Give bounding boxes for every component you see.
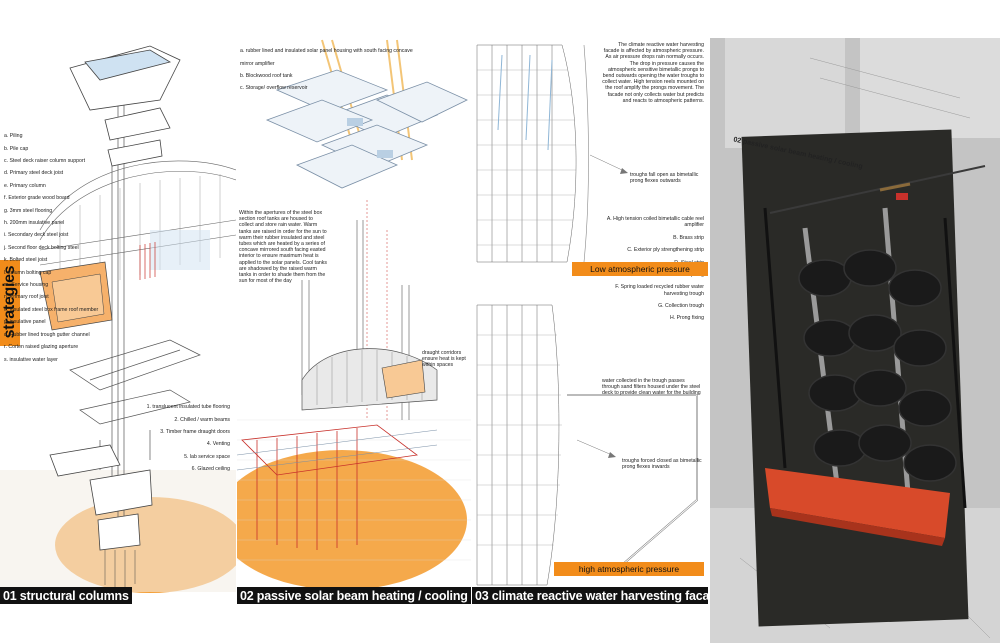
component-item: G. Collection trough bbox=[658, 303, 704, 310]
component-item: F. Spring loaded recycled rubber water h… bbox=[615, 284, 704, 297]
facade-drawing bbox=[476, 44, 698, 586]
facade-components: A. High tension coiled bimetallic cable … bbox=[592, 210, 704, 328]
panel-3-caption: 03 climate reactive water harvesting fac… bbox=[472, 587, 708, 604]
high-pressure-label: high atmospheric pressure bbox=[554, 562, 704, 576]
component-item: A. High tension coiled bimetallic cable … bbox=[606, 216, 704, 229]
legend-item: m. Service housing bbox=[4, 282, 49, 289]
legend-item: l. column bolting cap bbox=[4, 269, 52, 276]
trough-note-low: troughs fall open as bimetallic prong fl… bbox=[630, 172, 699, 185]
solar-note: c. Storage/ overflow reservoir bbox=[240, 85, 308, 92]
legend-item: k. Bolted steel joist bbox=[4, 257, 48, 264]
legend-item: i. Secondary deck steel joist bbox=[4, 232, 69, 239]
panel-water-facade: The climate reactive water harvesting fa… bbox=[472, 0, 708, 643]
legend-item: q. Rubber lined trough gutter channel bbox=[4, 331, 90, 338]
structural-column-exploded-drawing bbox=[0, 45, 236, 593]
solar-beam-exploded-drawing bbox=[237, 39, 471, 590]
panel-passive-solar: a. rubber lined and insulated solar pane… bbox=[237, 0, 471, 643]
draught-note: draught corridors ensure heat is kept wi… bbox=[422, 350, 466, 369]
model-photo-illustration bbox=[710, 38, 1000, 643]
structural-legend: a. Piling b. Pile cap c. Steel deck rais… bbox=[4, 127, 122, 369]
legend-item: j. Second floor deck bolting steel bbox=[4, 244, 79, 251]
legend-item: c. Steel deck raiser column support bbox=[4, 158, 86, 165]
component-item: C. Exterior ply strengthening strip bbox=[627, 247, 704, 254]
component-item: B. Brass strip bbox=[673, 234, 704, 241]
note-item: 6. Glazed ceiling bbox=[191, 466, 230, 473]
legend-item: b. Pile cap bbox=[4, 145, 29, 152]
model-photograph: 02 passive solar beam heating / cooling bbox=[710, 38, 1000, 643]
trough-note-high: troughs forced closed as bimetallic pron… bbox=[622, 458, 702, 471]
note-item: 3. Timber frame draught doors bbox=[160, 429, 230, 436]
component-item: H. Prong fixing bbox=[669, 315, 704, 322]
low-pressure-label: Low atmospheric pressure bbox=[572, 262, 708, 276]
legend-item: h. 200mm insulative panel bbox=[4, 220, 65, 227]
legend-item: e. Primary column bbox=[4, 182, 46, 189]
strategies-tab: strategies bbox=[0, 260, 20, 346]
legend-item: o. insulated steel box frame roof member bbox=[4, 306, 99, 313]
legend-item: p. insulative panel bbox=[4, 319, 46, 326]
legend-item: r. Corten raised glazing aperture bbox=[4, 344, 79, 351]
legend-item: n. Primary roof joist bbox=[4, 294, 49, 301]
legend-item: f. Exterior grade wood board bbox=[4, 195, 70, 202]
structural-notes: 1. translucent insulated tube flooring 2… bbox=[130, 398, 230, 479]
note-item: 5. lab service space bbox=[184, 453, 230, 460]
solar-note: a. rubber lined and insulated solar pane… bbox=[240, 48, 413, 55]
water-note: water collected in the trough passes thr… bbox=[602, 378, 701, 397]
legend-item: d. Primary steel deck joist bbox=[4, 170, 64, 177]
panel-structural-columns: strategies a. Piling b. Pile cap c. Stee… bbox=[0, 0, 236, 643]
solar-note: b. Blockwood roof tank bbox=[240, 73, 293, 80]
solar-body-text: Within the apertures of the steel box se… bbox=[239, 210, 327, 285]
panel-1-caption: 01 structural columns bbox=[0, 587, 132, 604]
note-item: 4. Venting bbox=[206, 441, 230, 448]
legend-item: a. Piling bbox=[4, 133, 23, 140]
panel-2-caption: 02 passive solar beam heating / cooling bbox=[237, 587, 471, 604]
note-item: 1. translucent insulated tube flooring bbox=[146, 404, 230, 411]
note-item: 2. Chilled / warm beams bbox=[174, 416, 230, 423]
solar-top-notes: a. rubber lined and insulated solar pane… bbox=[240, 42, 460, 98]
solar-note: mirror amplifier bbox=[240, 60, 275, 67]
facade-intro-text: The climate reactive water harvesting fa… bbox=[602, 42, 704, 104]
legend-item: s. insulative water layer bbox=[4, 356, 58, 363]
legend-item: g. 3mm steel flooring bbox=[4, 207, 53, 214]
